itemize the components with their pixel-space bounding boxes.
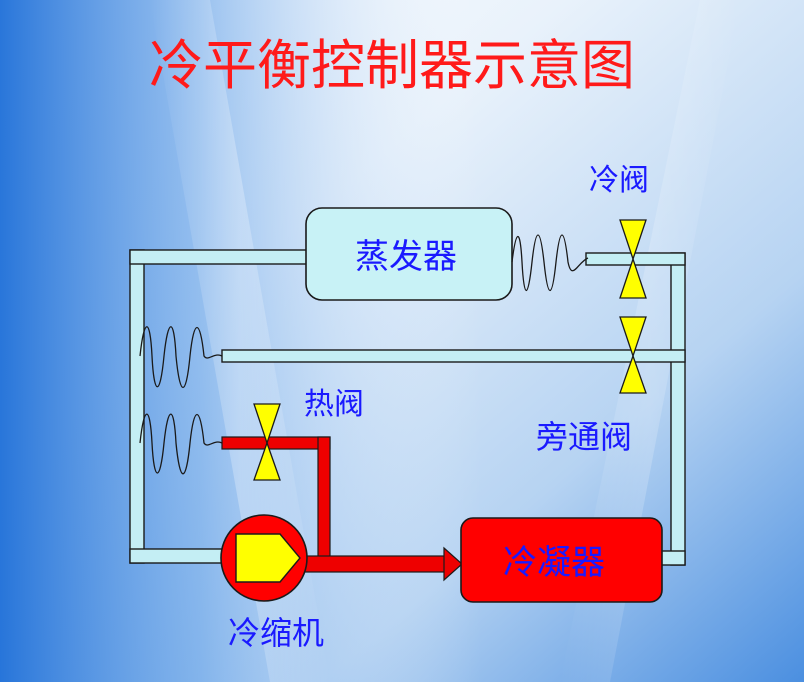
- condenser-label: 冷凝器: [503, 543, 605, 583]
- evaporator-sensing-coil: [511, 234, 589, 291]
- background-streak: [150, 0, 330, 682]
- bypass-valve-label: 旁通阀: [536, 418, 632, 456]
- hot-valve-icon[interactable]: [253, 403, 281, 481]
- compressor-label: 冷缩机: [228, 614, 324, 652]
- bypass-sensing-coil: [139, 326, 223, 389]
- condenser-box: [460, 517, 663, 603]
- hot-valve-sensing-coil: [139, 413, 223, 475]
- background-streak: [560, 0, 740, 682]
- hot-pipe: [221, 436, 331, 560]
- hot-valve-label: 热阀: [304, 387, 364, 422]
- evaporator-box: [305, 207, 513, 301]
- cold-valve-icon[interactable]: [619, 219, 647, 299]
- bypass-valve-icon[interactable]: [619, 316, 647, 394]
- compressor-icon: [220, 514, 308, 602]
- cold-valve-label: 冷阀: [589, 163, 649, 198]
- discharge-arrow: [299, 546, 463, 582]
- evaporator-label: 蒸发器: [355, 237, 457, 277]
- page-title: 冷平衡控制器示意图: [149, 34, 635, 97]
